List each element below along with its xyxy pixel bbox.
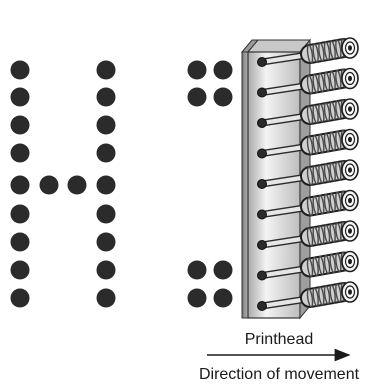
print-dot [10,260,30,280]
print-dot [96,115,116,135]
partial-printed-columns [187,60,233,308]
solenoid-coil [300,282,354,308]
printhead-pin [257,67,359,98]
pin-hole [257,57,267,67]
pin-hole [257,179,267,189]
print-dot [96,60,116,80]
print-dot [96,143,116,163]
print-dot [96,260,116,280]
solenoid-coil [300,129,354,156]
print-dot [96,204,116,224]
solenoid-coil [300,99,354,125]
print-dot [10,204,30,224]
print-dot [10,232,30,252]
print-dot [213,60,233,80]
print-dot [10,60,30,80]
print-dot [10,143,30,163]
printhead-pin [257,220,359,250]
printed-letter-h [10,60,116,308]
print-dot [213,260,233,280]
pin-hole [257,301,267,311]
pin-hole [257,270,267,281]
pin-hole [257,87,267,98]
print-dot [96,175,116,195]
pin-hole [257,118,267,128]
print-dot [187,87,207,107]
print-dot [213,288,233,308]
pin-hole [257,148,267,159]
print-dot [96,288,116,308]
print-dot [187,260,207,280]
solenoid-coil [300,38,354,64]
print-dot [39,175,59,195]
print-dot [10,87,30,107]
print-dot [10,115,30,135]
printhead-label: Printhead [245,331,314,348]
printhead-bevel [246,39,312,53]
solenoid-coil [300,160,354,186]
printhead-pins [257,37,359,311]
printhead-pin [257,98,359,128]
movement-label: Direction of movement [199,366,360,383]
printhead-side-face [241,51,249,319]
printhead-pin [257,37,359,67]
solenoid-coil [300,251,354,278]
printhead-pin [257,281,359,311]
print-dot [96,232,116,252]
print-dot [67,175,87,195]
print-dot [187,288,207,308]
print-dot [96,87,116,107]
printhead-pin [257,189,359,220]
pin-hole [257,240,267,250]
solenoid-coil [300,68,354,95]
solenoid-coil [300,190,354,217]
print-dot [213,87,233,107]
print-dot [10,288,30,308]
print-dot [187,60,207,80]
printhead-pin [257,128,359,159]
printhead-pin [257,250,359,281]
print-dot [10,175,30,195]
printhead-pin [257,159,359,189]
printhead [240,37,359,320]
solenoid-coil [300,221,354,247]
pin-hole [257,209,267,220]
